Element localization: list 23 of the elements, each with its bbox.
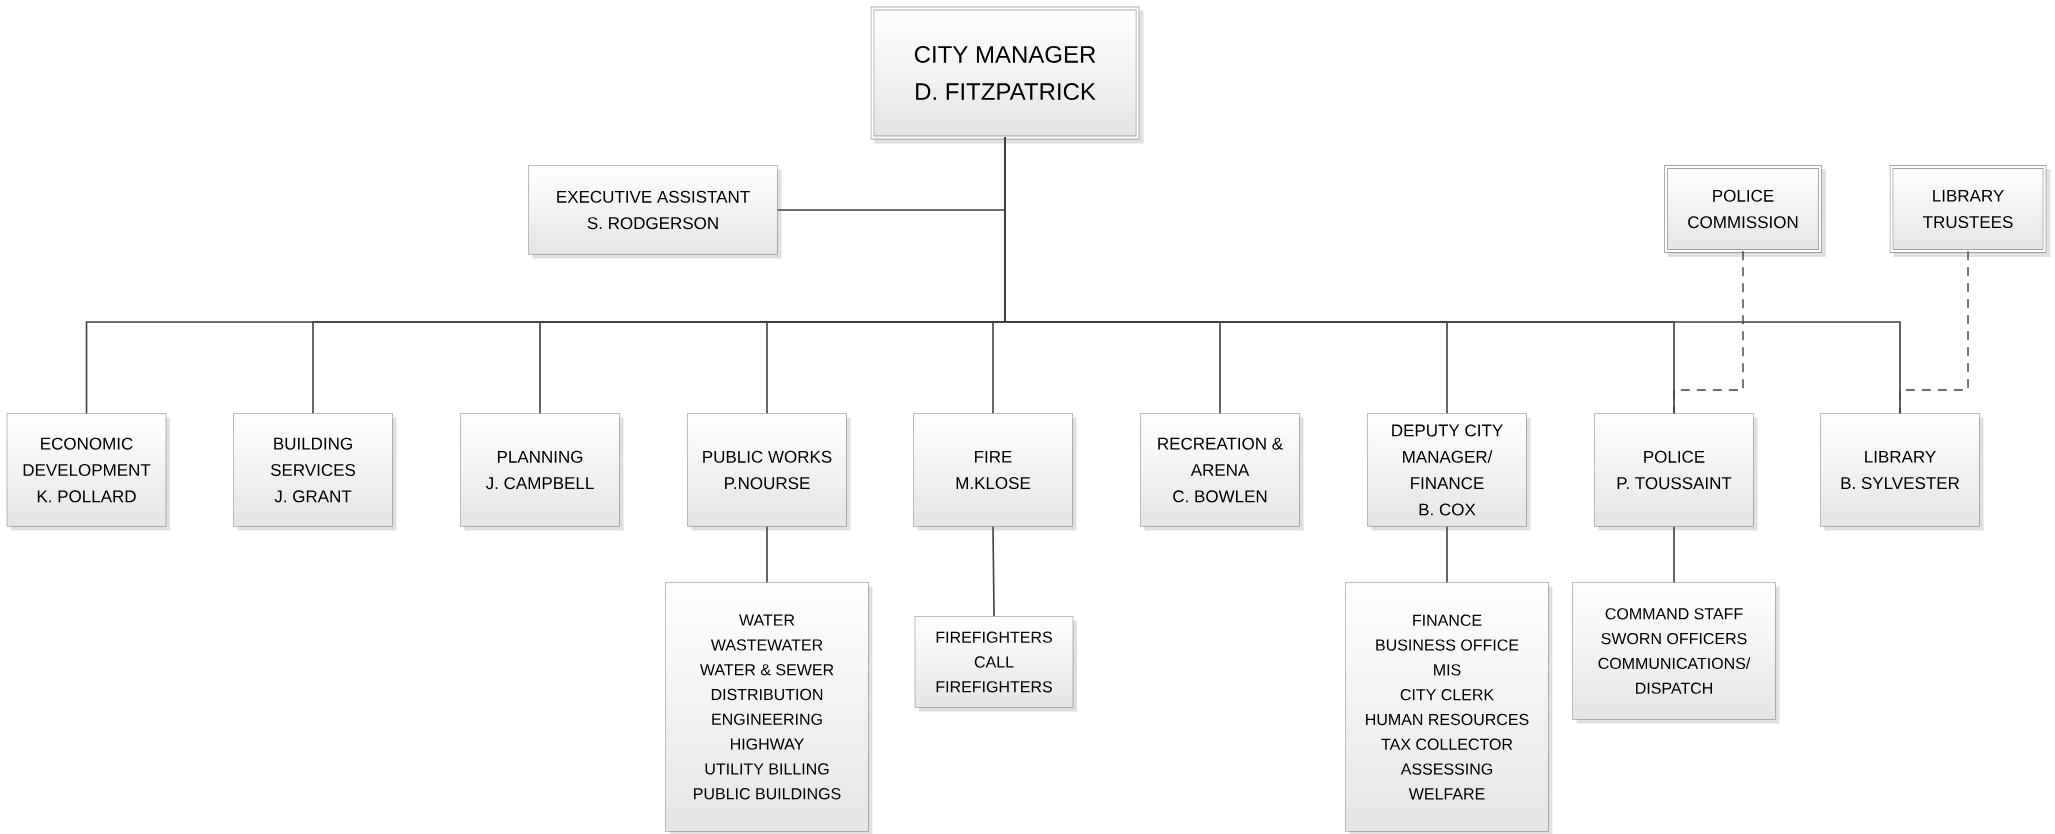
department-box: RECREATION & ARENA C. BOWLEN — [1140, 413, 1300, 527]
connector-line — [766, 525, 768, 584]
department-box: EXECUTIVE ASSISTANT S. RODGERSON — [528, 165, 778, 255]
unit-list-box: WATER WASTEWATER WATER & SEWER DISTRIBUTION ENGINEERING HIGHWAY UTILITY BILLING PUBLIC BUILDINGS — [665, 582, 869, 832]
unit-list-box: FIREFIGHTERS CALL FIREFIGHTERS — [914, 616, 1074, 708]
connector-line — [1673, 525, 1675, 584]
connector-line — [1446, 525, 1448, 584]
department-box: PLANNING J. CAMPBELL — [460, 413, 620, 527]
department-box: LIBRARY B. SYLVESTER — [1820, 413, 1980, 527]
department-box: DEPUTY CITY MANAGER/ FINANCE B. COX — [1367, 413, 1527, 527]
department-box: FIRE M.KLOSE — [913, 413, 1073, 527]
department-box: BUILDING SERVICES J. GRANT — [233, 413, 393, 527]
board-box: LIBRARY TRUSTEES — [1889, 165, 2047, 253]
connector-line — [1673, 250, 1744, 414]
department-box: ECONOMIC DEVELOPMENT K. POLLARD — [6, 413, 167, 527]
connector-line — [992, 525, 995, 618]
unit-list-box: COMMAND STAFF SWORN OFFICERS COMMUNICATIONS/ DISPATCH — [1572, 582, 1776, 720]
department-box: PUBLIC WORKS P.NOURSE — [687, 413, 847, 527]
board-box: POLICE COMMISSION — [1664, 165, 1822, 253]
manager-box: CITY MANAGER D. FITZPATRICK — [870, 6, 1140, 140]
unit-list-box: FINANCE BUSINESS OFFICE MIS CITY CLERK HUMAN RESOURCES TAX COLLECTOR ASSESSING WELFARE — [1345, 582, 1549, 832]
department-box: POLICE P. TOUSSAINT — [1594, 413, 1754, 527]
connector-line — [1899, 250, 1969, 414]
